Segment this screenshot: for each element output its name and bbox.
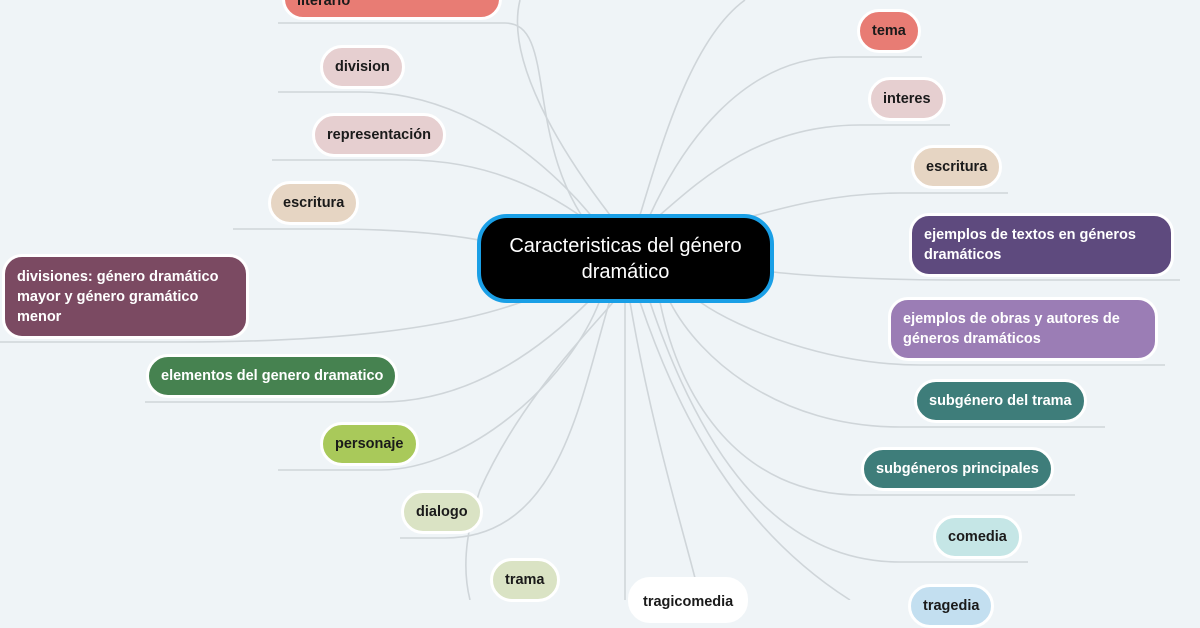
link-division bbox=[278, 91, 611, 241]
node-dialogo[interactable]: dialogo bbox=[401, 490, 483, 534]
link-escritura-left bbox=[233, 228, 491, 243]
node-label: interes bbox=[883, 91, 931, 107]
node-label: trama bbox=[505, 572, 545, 588]
node-label: tragicomedia bbox=[643, 594, 734, 610]
node-label: divisiones: género dramático mayor y gén… bbox=[17, 268, 219, 325]
link-trama bbox=[465, 299, 616, 600]
link-interes bbox=[659, 124, 950, 216]
connector-lines bbox=[0, 0, 1180, 600]
node-subgeneros-principales[interactable]: subgéneros principales bbox=[861, 447, 1054, 491]
node-label: comedia bbox=[948, 529, 1007, 545]
node-label: dialogo bbox=[416, 504, 468, 520]
link-subgenero-trama bbox=[669, 301, 1105, 428]
node-label: literario bbox=[297, 0, 351, 9]
node-divisiones[interactable]: divisiones: género dramático mayor y gén… bbox=[2, 254, 249, 339]
link-ejemplos-obras bbox=[699, 301, 1165, 366]
node-personaje[interactable]: personaje bbox=[320, 422, 419, 466]
node-ejemplos-textos[interactable]: ejemplos de textos en géneros dramáticos bbox=[909, 213, 1174, 277]
node-comedia[interactable]: comedia bbox=[933, 515, 1022, 559]
link-subgeneros-principales bbox=[659, 301, 1075, 496]
node-tragedia[interactable]: tragedia bbox=[908, 584, 995, 628]
node-escritura-right[interactable]: escritura bbox=[911, 145, 1003, 189]
node-elementos[interactable]: elementos del genero dramatico bbox=[146, 354, 399, 398]
node-label: escritura bbox=[283, 195, 345, 211]
link-comedia bbox=[649, 301, 1028, 563]
link-elementos bbox=[145, 299, 591, 403]
node-ejemplos-obras[interactable]: ejemplos de obras y autores de géneros d… bbox=[888, 297, 1158, 361]
node-tema[interactable]: tema bbox=[857, 9, 921, 53]
node-label: tragedia bbox=[923, 598, 980, 614]
node-label: representación bbox=[327, 127, 431, 143]
node-trama[interactable]: trama bbox=[490, 558, 560, 602]
link-personaje bbox=[278, 299, 601, 471]
central-topic[interactable]: Caracteristicas del género dramático bbox=[477, 214, 774, 303]
node-label: tema bbox=[872, 23, 906, 39]
node-label: elementos del genero dramatico bbox=[161, 368, 384, 384]
node-label: ejemplos de textos en géneros dramáticos bbox=[924, 227, 1136, 263]
link-tragicomedia-2 bbox=[629, 301, 696, 579]
link-literario bbox=[278, 22, 601, 241]
node-representacion[interactable]: representación bbox=[312, 113, 446, 157]
node-label: personaje bbox=[335, 436, 404, 452]
node-label: division bbox=[335, 59, 390, 75]
node-interes[interactable]: interes bbox=[868, 77, 946, 121]
link-top-right bbox=[639, 0, 746, 216]
node-tragicomedia[interactable]: tragicomedia bbox=[628, 577, 749, 623]
node-division[interactable]: division bbox=[320, 45, 405, 89]
link-tema bbox=[649, 56, 922, 216]
link-divisiones bbox=[0, 294, 541, 343]
link-ejemplos-textos bbox=[772, 271, 1180, 281]
node-subgenero-trama[interactable]: subgénero del trama bbox=[914, 379, 1087, 423]
node-label: subgénero del trama bbox=[929, 393, 1072, 409]
node-escritura-left[interactable]: escritura bbox=[268, 181, 360, 225]
link-tragedia bbox=[639, 301, 851, 600]
node-label: ejemplos de obras y autores de géneros d… bbox=[903, 311, 1120, 347]
link-top bbox=[516, 0, 611, 216]
node-literario[interactable]: literario bbox=[282, 0, 502, 20]
node-label: subgéneros principales bbox=[876, 461, 1039, 477]
link-dialogo bbox=[400, 299, 611, 539]
node-label: escritura bbox=[926, 159, 988, 175]
